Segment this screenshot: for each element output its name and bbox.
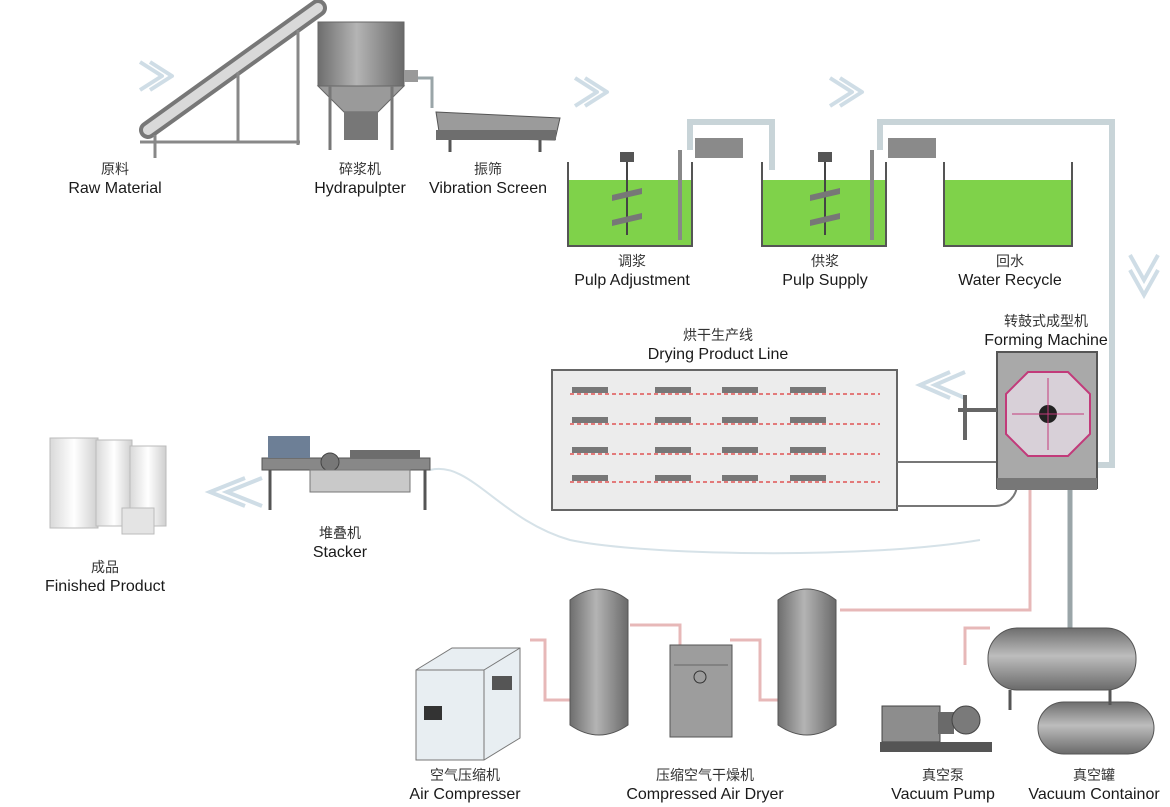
label-en: Air Compresser	[409, 786, 521, 803]
pipe-network	[410, 76, 1115, 702]
label-cn: 空气压缩机	[429, 768, 500, 784]
air-compressor-machine	[415, 647, 521, 761]
label-en: Vacuum Containor	[1028, 786, 1160, 803]
label-en: Vacuum Pump	[891, 786, 995, 803]
label-en: Raw Material	[68, 180, 162, 197]
label-drying-line: 烘干生产线 Drying Product Line	[648, 328, 789, 364]
finished-product-stack	[49, 437, 167, 535]
hydrapulpter-machine	[316, 21, 418, 150]
label-cn: 碎浆机	[338, 162, 381, 178]
label-cn: 真空罐	[1072, 768, 1115, 784]
label-pulp-adjustment: 调浆 Pulp Adjustment	[574, 254, 690, 290]
label-vacuum-pump: 真空泵 Vacuum Pump	[891, 768, 995, 804]
label-en: Hydrapulpter	[314, 180, 406, 197]
vibration-screen-machine	[435, 111, 561, 152]
label-en: Water Recycle	[958, 272, 1062, 289]
label-en: Forming Machine	[984, 332, 1108, 349]
label-forming-machine: 转鼓式成型机 Forming Machine	[984, 314, 1108, 350]
label-hydrapulpter: 碎浆机 Hydrapulpter	[314, 162, 406, 198]
label-air-compresser: 空气压缩机 Air Compresser	[409, 768, 520, 804]
label-cn: 振筛	[474, 162, 502, 178]
label-en: Stacker	[312, 544, 368, 561]
vacuum-pump-machine	[880, 705, 992, 752]
vacuum-containers	[987, 627, 1155, 755]
label-cn: 堆叠机	[319, 526, 361, 542]
air-storage-tanks	[569, 588, 837, 736]
flow-arrows	[138, 60, 1160, 508]
label-en: Pulp Supply	[782, 272, 868, 289]
label-cn: 真空泵	[922, 768, 964, 784]
label-en: Drying Product Line	[647, 346, 789, 363]
forming-machine	[958, 351, 1098, 490]
label-stacker: 堆叠机 Stacker	[313, 526, 367, 562]
label-air-dryer: 压缩空气干燥机 Compressed Air Dryer	[626, 768, 783, 804]
raw-material-conveyor	[139, 0, 327, 158]
label-cn: 转鼓式成型机	[1003, 314, 1088, 330]
label-cn: 压缩空气干燥机	[656, 768, 754, 784]
label-pulp-supply: 供浆 Pulp Supply	[782, 254, 867, 290]
label-cn: 回水	[996, 254, 1024, 270]
pulp-tanks	[567, 138, 1073, 247]
drying-line-oven	[551, 369, 1018, 511]
label-en: Compressed Air Dryer	[626, 786, 784, 803]
label-en: Finished Product	[44, 578, 166, 595]
label-vibration-screen: 振筛 Vibration Screen	[429, 162, 547, 198]
air-dryer-machine	[669, 644, 733, 738]
label-cn: 成品	[91, 560, 119, 576]
label-finished-product: 成品 Finished Product	[45, 560, 165, 596]
label-vacuum-container: 真空罐 Vacuum Containor	[1028, 768, 1159, 804]
label-en: Pulp Adjustment	[574, 272, 690, 289]
label-cn: 原料	[100, 162, 129, 178]
label-cn: 调浆	[618, 254, 646, 270]
label-cn: 烘干生产线	[682, 328, 753, 344]
label-water-recycle: 回水 Water Recycle	[958, 254, 1061, 290]
stacker-machine	[261, 436, 431, 510]
label-cn: 供浆	[810, 254, 839, 270]
label-raw-material: 原料 Raw Material	[68, 162, 161, 198]
label-en: Vibration Screen	[429, 180, 547, 197]
